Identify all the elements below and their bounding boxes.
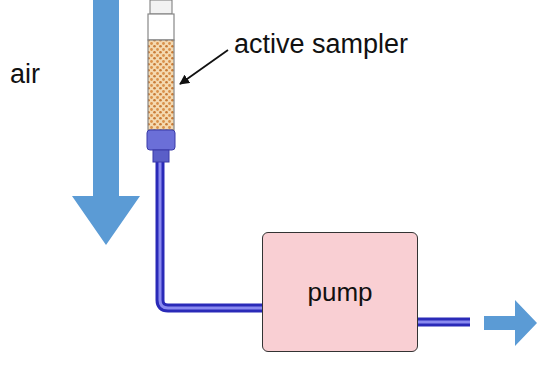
sampler-top	[148, 14, 174, 40]
sampler-nozzle	[153, 150, 169, 162]
outlet-tubing	[416, 318, 470, 327]
tubing-core	[160, 160, 264, 308]
sampler-fitting	[147, 130, 175, 150]
leader-line	[180, 50, 228, 84]
outlet-flow-arrow	[484, 300, 537, 346]
air-flow-arrow	[72, 0, 140, 245]
flow-label: air	[10, 60, 40, 90]
outlet-tubing-core	[416, 321, 470, 324]
node-label: pump	[307, 278, 372, 307]
pump-box: pump	[262, 232, 418, 352]
part-label: active sampler	[234, 30, 408, 60]
tubing	[160, 160, 264, 308]
sampler-cap	[150, 0, 172, 14]
sorbent-bed	[148, 40, 174, 130]
